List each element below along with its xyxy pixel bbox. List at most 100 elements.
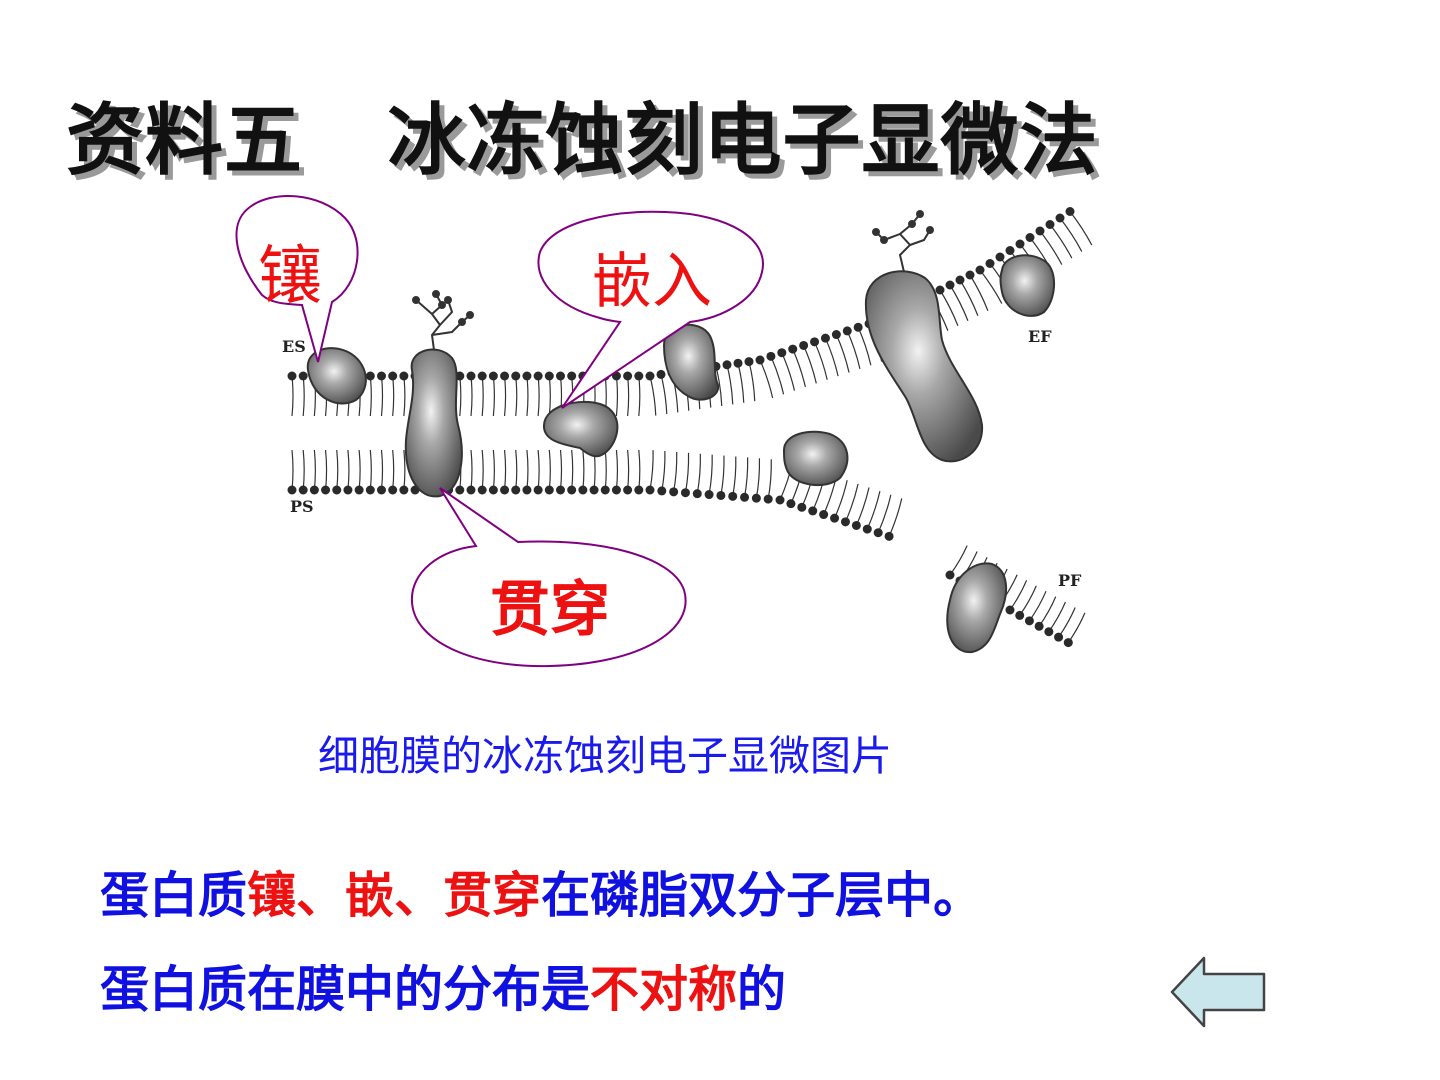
lipid-head [556, 371, 565, 381]
lipid-tail [824, 337, 839, 377]
lipid-head [399, 371, 409, 381]
lipid-head [377, 371, 386, 381]
lipid-head [634, 485, 644, 495]
callout-peripheral [235, 195, 359, 363]
lipid-head [744, 357, 754, 367]
lipid-head [692, 489, 702, 499]
label-es: ES [282, 337, 306, 356]
lipid-head [533, 485, 543, 495]
lipid-head [623, 485, 633, 495]
lipid-tail [855, 487, 870, 526]
statement-line-1: 蛋白质镶、嵌、贯穿在磷脂双分子层中。 [100, 856, 982, 927]
lipid-head [511, 371, 521, 381]
lipid-tail [755, 458, 761, 499]
lipid-tail [732, 456, 737, 497]
lipid-head [704, 490, 714, 500]
callout-transmembrane [410, 487, 687, 668]
left-arrow-icon[interactable] [1168, 952, 1268, 1032]
lipid-head [578, 485, 588, 495]
lipid-head [332, 485, 342, 495]
lipid-head [945, 280, 955, 290]
lipid-head [1015, 239, 1025, 249]
lipid-head [645, 371, 655, 381]
lipid-head [1024, 616, 1034, 626]
lipid-head [728, 491, 738, 501]
callout-embedded [537, 210, 765, 409]
lipid-head [377, 485, 386, 495]
lipid-head [1045, 220, 1055, 229]
lipid-tail [392, 449, 395, 491]
lipid-tail [582, 449, 585, 491]
statement-line-2: 蛋白质在膜中的分布是不对称的 [100, 950, 786, 1021]
lipid-head [287, 371, 297, 381]
lipid-head [819, 510, 829, 520]
lipid-tail [949, 284, 969, 321]
stmt1-prefix: 蛋白质 [100, 867, 248, 924]
lipid-head [466, 485, 476, 495]
label-ef: EF [1028, 327, 1052, 346]
lipid-tail [324, 449, 328, 491]
lipid-head [1063, 638, 1073, 648]
lipid-tail [403, 449, 406, 491]
lipid-head [522, 371, 532, 381]
lipid-tail [696, 453, 701, 494]
lipid-head [611, 485, 621, 495]
lipid-head [354, 485, 364, 495]
lipid-tail [835, 334, 850, 373]
lipid-tail [369, 449, 372, 491]
lipid-tail [604, 449, 607, 491]
lipid-head [842, 326, 852, 336]
lipid-head [343, 485, 353, 495]
lipid-head [851, 520, 861, 530]
lipid-head [840, 517, 850, 527]
lipid-head [1025, 233, 1035, 242]
lipid-head [522, 485, 532, 495]
lipid-tail [515, 375, 518, 417]
lipid-tail [481, 375, 484, 417]
lipid-tail [803, 345, 817, 384]
lipid-head [488, 371, 498, 381]
lipid-tail [770, 356, 785, 395]
lipid-tail [846, 330, 861, 369]
lipid-head [500, 485, 510, 495]
lipid-tail [358, 449, 361, 491]
lipid-tail [459, 375, 462, 417]
lipid-head [955, 275, 965, 285]
callout-transmembrane-text: 贯穿 [490, 575, 610, 645]
lipid-tail [313, 449, 316, 491]
lipid-head [1035, 226, 1045, 236]
lipid-tail [302, 375, 305, 417]
stmt1-sep-1: 、 [296, 867, 346, 924]
lipid-head [995, 252, 1005, 262]
callout-embedded-text: 嵌入 [592, 247, 712, 317]
lipid-head [1005, 246, 1015, 255]
lipid-head [831, 330, 841, 340]
lipid-tail [627, 375, 630, 417]
lipid-head [298, 371, 308, 381]
pf-protein [946, 562, 1008, 654]
label-ps: PS [290, 497, 314, 516]
lipid-tail [537, 375, 540, 417]
lipid-tail [813, 341, 828, 380]
lipid-head [799, 340, 809, 350]
lipid-head [656, 369, 666, 379]
lipid-tail [291, 375, 294, 417]
lipid-tail [684, 452, 690, 493]
lipid-tail [492, 375, 495, 417]
lipid-head [365, 371, 375, 381]
lipid-head [786, 499, 796, 509]
lipid-tail [759, 359, 774, 399]
lipid-head [365, 485, 375, 495]
lipid-head [455, 485, 465, 495]
lipid-tail [877, 494, 892, 533]
lipid-tail [470, 375, 473, 417]
lipid-tail [548, 449, 551, 491]
label-pf: PF [1058, 571, 1082, 590]
lipid-tail [649, 375, 657, 416]
lipid-head [645, 485, 655, 495]
lipid-head [740, 492, 750, 502]
lipid-head [466, 371, 476, 381]
lipid-head [1065, 207, 1075, 216]
figure-caption: 细胞膜的冰冻蚀刻电子显微图片 [318, 732, 892, 780]
lipid-tail [661, 451, 666, 492]
